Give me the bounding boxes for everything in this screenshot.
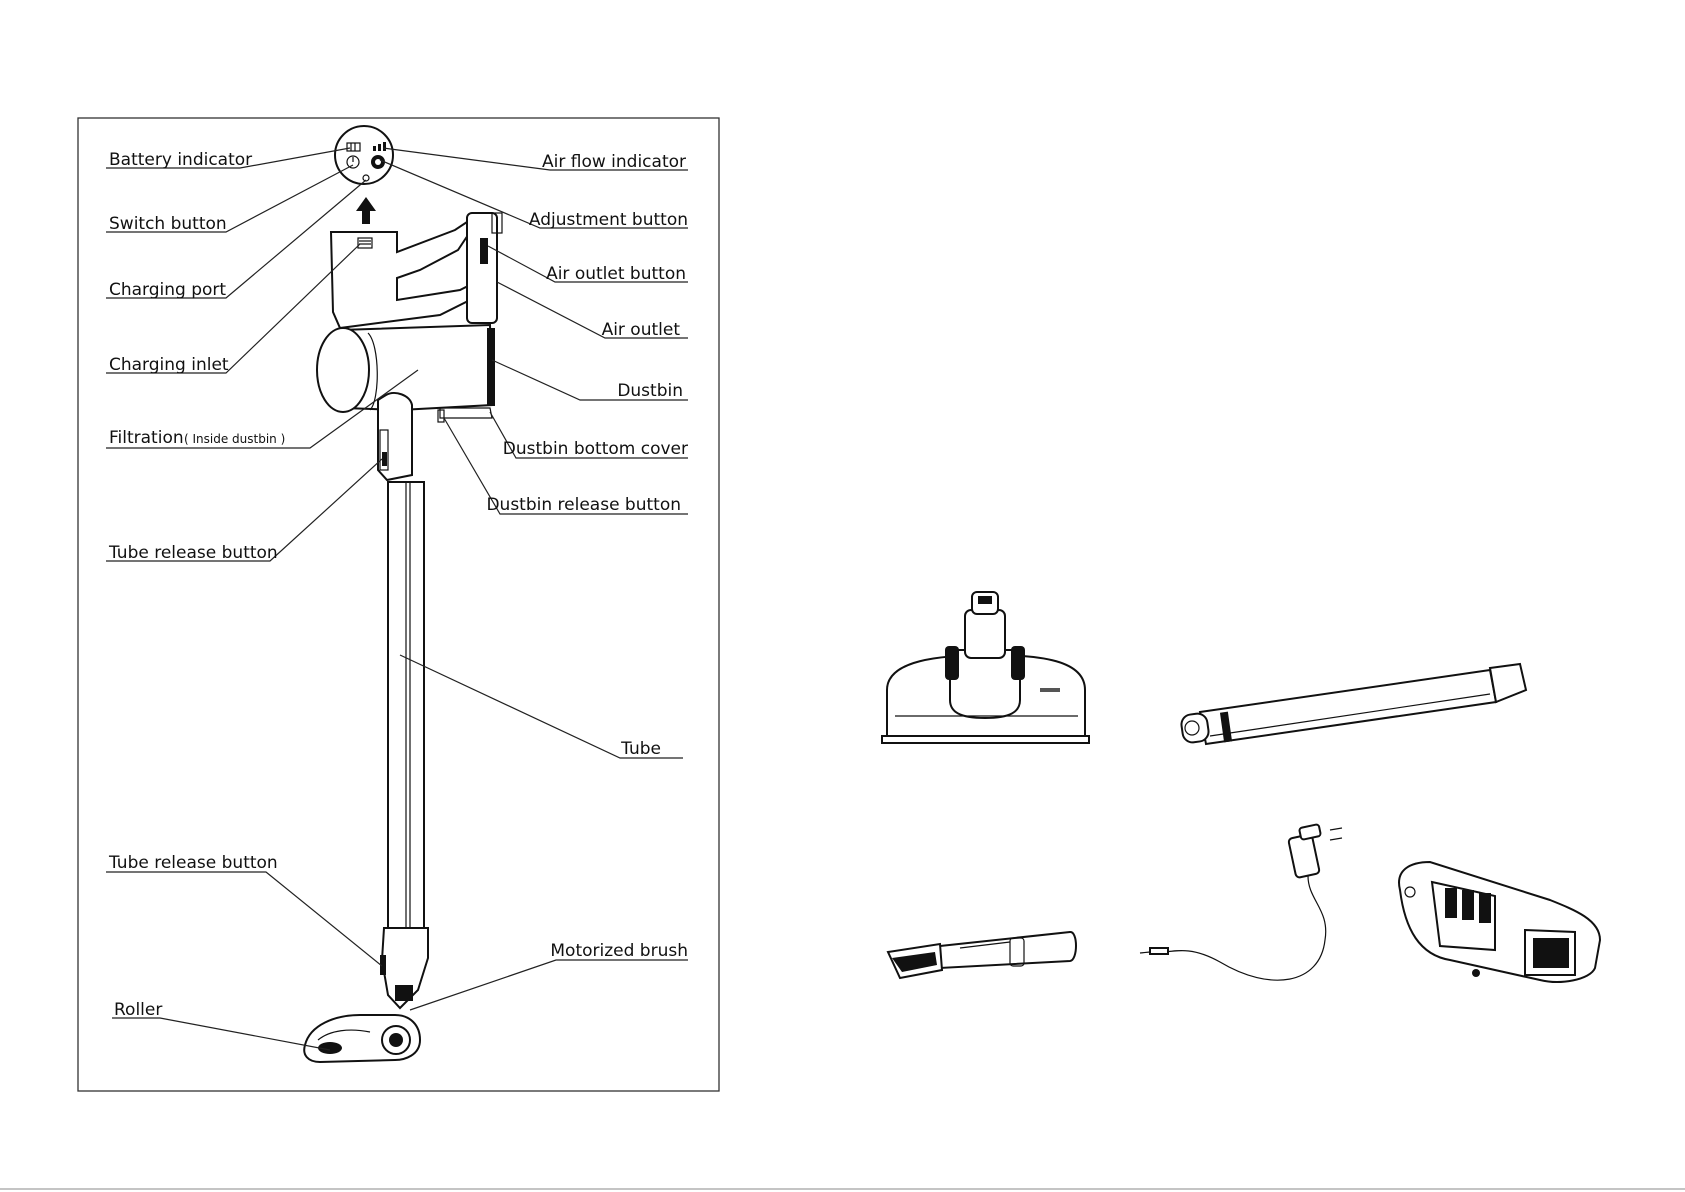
label-adjustment-button: Adjustment button	[529, 210, 688, 230]
air-outlet-button-shape	[480, 238, 488, 264]
arrow-up-icon	[356, 197, 376, 224]
cyclone-end	[317, 328, 369, 412]
extension-tube	[1180, 664, 1526, 744]
label-tube-release-button-lower: Tube release button	[108, 853, 278, 873]
label-tube: Tube	[620, 739, 661, 759]
label-tube-release-button-upper: Tube release button	[108, 543, 278, 563]
label-dustbin: Dustbin	[617, 381, 683, 401]
control-panel-callout	[335, 126, 393, 184]
label-battery-indicator: Battery indicator	[109, 150, 252, 170]
stick-vacuum-drawing	[304, 126, 502, 1062]
tube-connector	[378, 393, 412, 480]
upper-tube-release-shape	[382, 452, 387, 466]
label-filtration-note: ( Inside dustbin )	[184, 432, 285, 446]
label-dustbin-release-button: Dustbin release button	[486, 495, 681, 515]
label-motorized-brush: Motorized brush	[550, 941, 688, 961]
label-dustbin-bottom-cover: Dustbin bottom cover	[503, 439, 688, 459]
crevice-tool	[888, 932, 1076, 978]
label-filtration: Filtration	[109, 428, 184, 448]
wall-mount-bracket	[1399, 862, 1600, 982]
label-air-flow-indicator: Air flow indicator	[542, 152, 686, 172]
label-charging-port: Charging port	[109, 280, 226, 300]
air-flow-indicator-icon	[373, 146, 376, 151]
label-air-outlet: Air outlet	[602, 320, 681, 340]
dustbin-bottom-cover-shape	[440, 408, 492, 418]
label-charging-inlet: Charging inlet	[109, 355, 229, 375]
accessories-area	[882, 592, 1600, 982]
label-roller: Roller	[114, 1000, 162, 1020]
label-switch-button: Switch button	[109, 214, 227, 234]
motorized-brush-head	[882, 592, 1089, 743]
handle-body	[331, 220, 470, 328]
dustbin-release-button-shape	[438, 410, 444, 422]
charging-adapter	[1140, 824, 1342, 980]
label-air-outlet-button: Air outlet button	[546, 264, 686, 284]
